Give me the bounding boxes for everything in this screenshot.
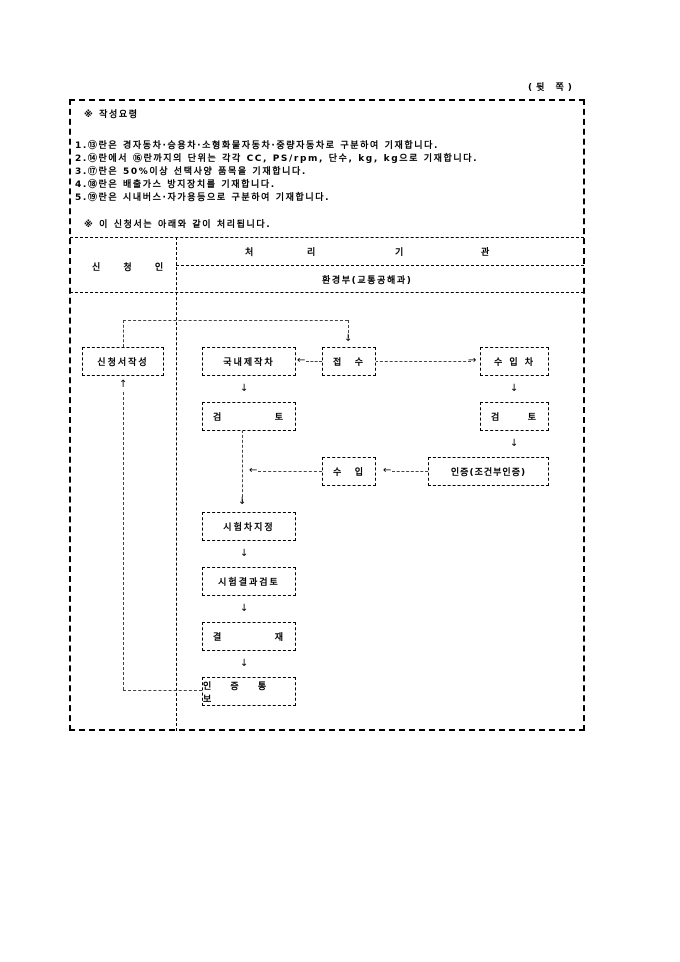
arrow-left-icon: ← <box>383 465 392 476</box>
flow-box-receipt-char: 접 <box>333 358 344 368</box>
flow-box-review-domestic: 검 토 <box>202 402 296 431</box>
connector-line <box>392 471 428 472</box>
flow-box-import-char: 입 <box>354 468 365 478</box>
page-side-label: (뒷 쪽) <box>528 83 576 93</box>
agency-header-char: 관 <box>481 248 491 258</box>
flow-box-write-application: 신청서작성 <box>82 347 164 376</box>
connector-line <box>242 430 243 502</box>
flow-box-imported-vehicle: 수 입 차 <box>480 347 549 376</box>
connector-line <box>375 361 471 362</box>
agency-header-char: 기 <box>395 248 405 258</box>
instruction-item: 5.⑲란은 시내버스·자가용등으로 구분하여 기재합니다. <box>75 193 331 203</box>
flow-box-approval-char: 결 <box>213 633 224 643</box>
arrow-down-icon: ↓ <box>510 383 519 394</box>
instruction-item: 2.⑭란에서 ⑯란까지의 단위는 각각 CC, PS/rpm, 단수, kg, … <box>75 154 479 164</box>
arrow-down-icon: ↓ <box>238 496 247 507</box>
connector-line <box>348 320 349 338</box>
agency-name: 환경부(교통공해과) <box>322 276 413 286</box>
flow-box-receipt-char: 수 <box>354 358 365 368</box>
applicant-label: 신 청 인 <box>92 263 174 273</box>
flow-box-import-char: 수 <box>333 468 344 478</box>
arrow-down-icon: ↓ <box>240 383 249 394</box>
flow-box-certification-conditional: 인증(조건부인증) <box>428 457 549 486</box>
arrow-up-icon: ↑ <box>119 379 128 390</box>
table-mid-line <box>176 265 584 266</box>
flow-box-test-result-review: 시험결과검토 <box>202 567 296 596</box>
instructions-title: ※ 작성요령 <box>84 110 139 120</box>
arrow-down-icon: ↓ <box>344 333 353 344</box>
connector-line <box>123 690 202 691</box>
table-bottom-line <box>70 292 584 293</box>
table-top-line <box>70 237 584 238</box>
flow-box-domestic-vehicle: 국내제작차 <box>202 347 296 376</box>
instruction-item: 3.⑰란은 50%이상 선택사양 품목을 기재합니다. <box>75 167 307 177</box>
agency-header-char: 리 <box>307 248 317 258</box>
flow-box-review-char: 토 <box>527 413 538 423</box>
flow-box-certification-notice: 인 증 통 보 <box>202 677 296 706</box>
flow-box-approval: 결 재 <box>202 622 296 651</box>
arrow-left-icon: ← <box>297 355 306 366</box>
connector-line <box>258 471 322 472</box>
connector-line <box>123 392 124 690</box>
flow-box-review-import: 검 토 <box>480 402 549 431</box>
flow-box-review-char: 토 <box>274 413 285 423</box>
flow-box-review-char: 검 <box>213 413 224 423</box>
arrow-down-icon: ↓ <box>240 658 249 669</box>
instruction-item: 4.⑱란은 배출가스 방지장치를 기재합니다. <box>75 180 276 190</box>
flow-box-approval-char: 재 <box>274 633 285 643</box>
arrow-down-icon: ↓ <box>240 548 249 559</box>
instruction-item: 1.⑬란은 경자동차·승용차·소형화물자동차·중량자동차로 구분하여 기재합니다… <box>75 141 440 151</box>
agency-header-char: 처 <box>245 248 255 258</box>
flow-box-receipt: 접 수 <box>322 347 376 376</box>
connector-line <box>123 320 348 321</box>
connector-line <box>306 361 322 362</box>
connector-line <box>123 320 124 347</box>
flow-box-review-char: 검 <box>491 413 502 423</box>
column-divider <box>176 237 177 731</box>
arrow-left-icon: ← <box>249 465 258 476</box>
flow-box-test-vehicle-designation: 시험차지정 <box>202 512 296 541</box>
form-frame <box>69 99 585 731</box>
arrow-down-icon: ↓ <box>510 438 519 449</box>
arrow-down-icon: ↓ <box>240 603 249 614</box>
arrow-right-icon: → <box>468 355 477 366</box>
flow-box-import: 수 입 <box>322 457 376 486</box>
process-note: ※ 이 신청서는 아래와 같이 처리됩니다. <box>84 220 272 230</box>
